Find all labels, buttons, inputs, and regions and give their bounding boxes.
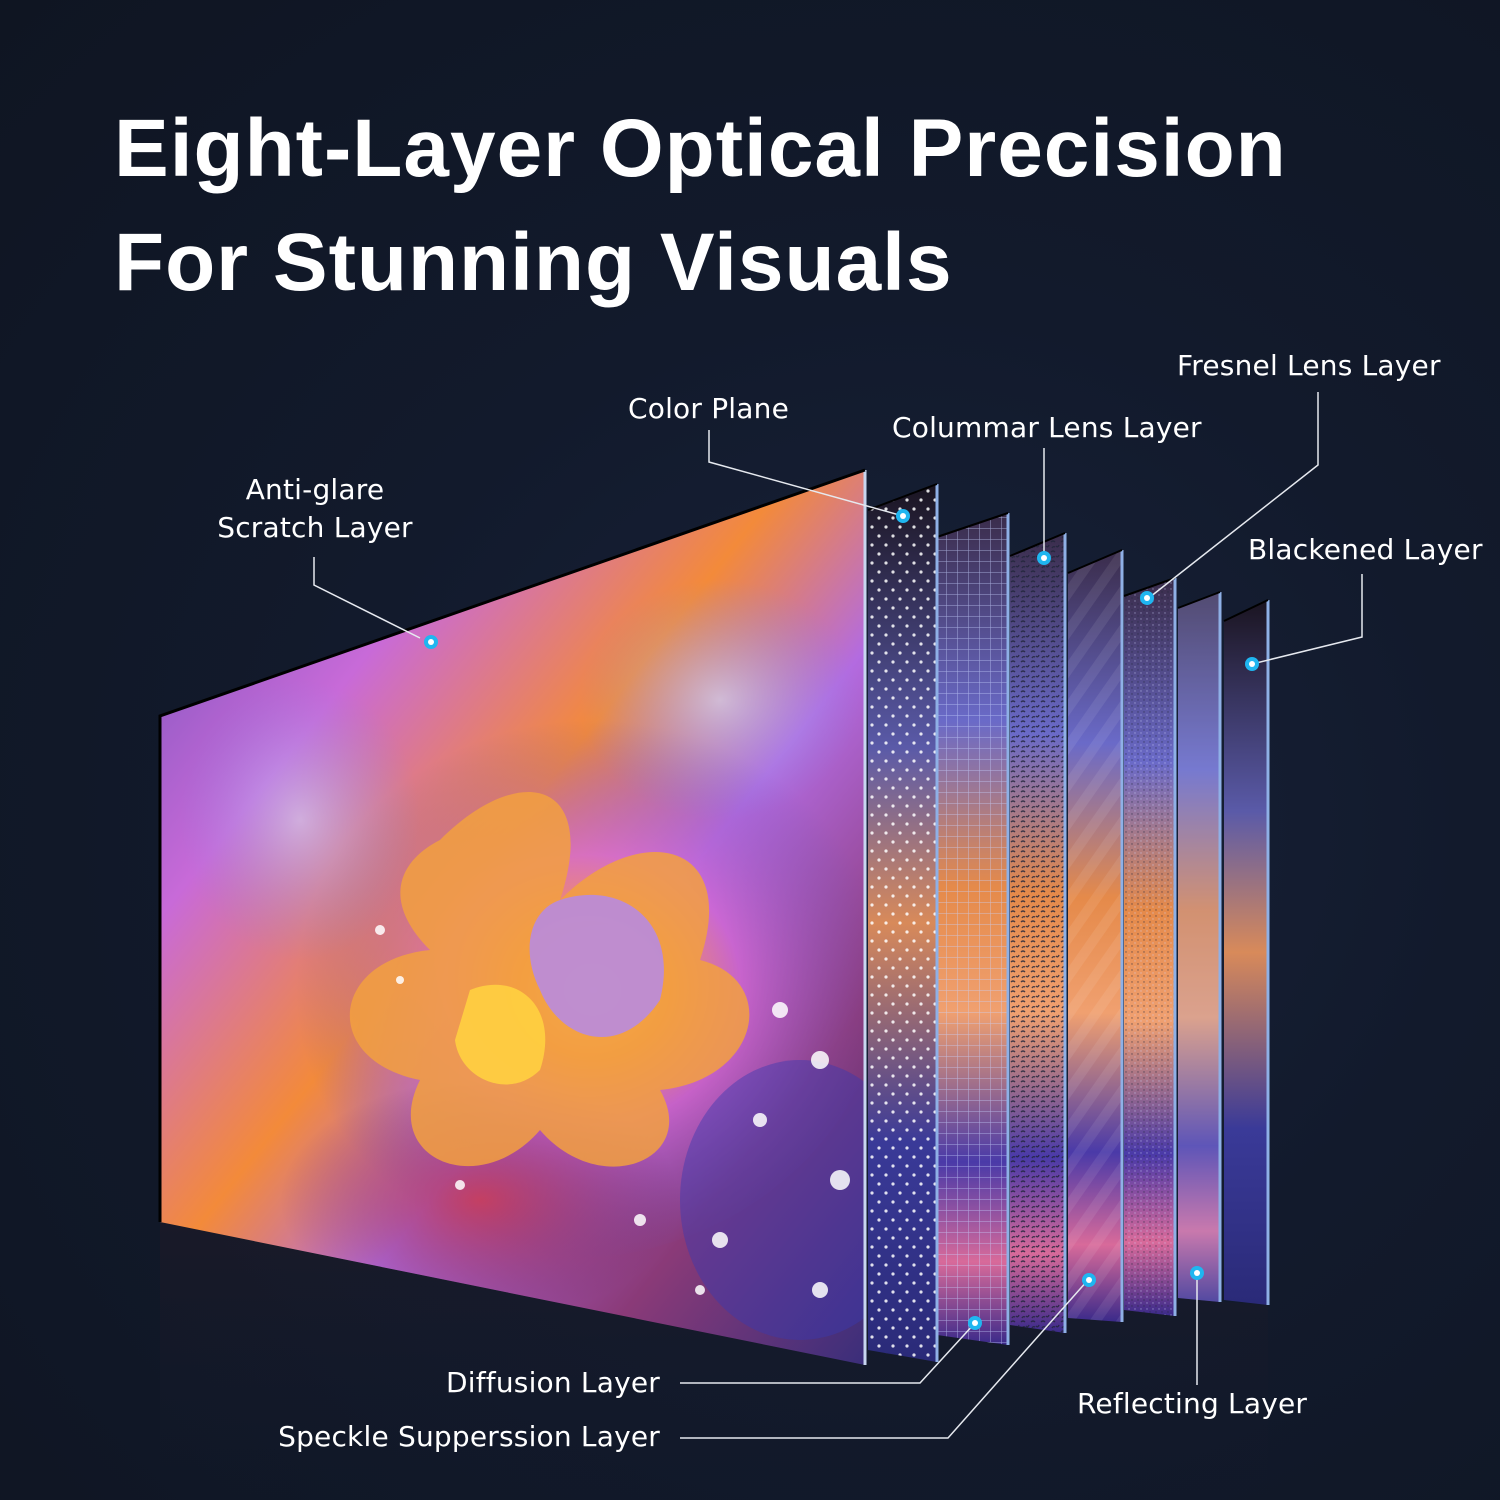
marker-fresnel-icon [1140,591,1154,605]
leader-color-plane [708,430,904,517]
label-blackened-layer: Blackened Layer [1248,533,1483,566]
blackened-layer-panel [1223,599,1270,1305]
marker-blackened-icon [1245,657,1259,671]
marker-reflecting-icon [1190,1266,1204,1280]
speckle-suppression-layer-panel [1067,549,1124,1322]
label-diffusion-layer: Diffusion Layer [445,1366,660,1399]
leader-blackened [1251,574,1363,665]
reflecting-layer-panel [1177,591,1222,1302]
marker-diffusion-icon [968,1316,982,1330]
markers [424,509,1259,1330]
label-columnar-lens-layer: Colummar Lens Layer [892,411,1202,444]
leader-fresnel [1149,392,1319,598]
leader-lines [313,392,1363,1439]
headline: Eight-Layer Optical Precision For Stunni… [114,92,1287,320]
label-anti-glare-line-1: Anti-glare [245,473,385,506]
label-anti-glare-line-2: Scratch Layer [217,511,413,544]
color-plane-panel [867,483,939,1362]
fresnel-lens-layer-panel [1123,577,1177,1316]
label-fresnel-lens-layer: Fresnel Lens Layer [1177,349,1441,382]
label-anti-glare-scratch-layer: Anti-glare Scratch Layer [200,471,430,547]
label-speckle-suppression-layer: Speckle Supperssion Layer [278,1420,660,1453]
marker-speckle-icon [1082,1273,1096,1287]
diffusion-layer-panel [936,512,1010,1345]
marker-columnar-lens-icon [1037,551,1051,565]
columnar-lens-layer-panel [1009,532,1067,1333]
leader-anti-glare [313,557,421,639]
label-color-plane: Color Plane [628,392,789,425]
marker-color-plane-icon [896,509,910,523]
headline-line-1: Eight-Layer Optical Precision [114,103,1287,194]
leader-speckle [680,1279,1089,1439]
anti-glare-screen-panel [158,468,867,1365]
marker-anti-glare-icon [424,635,438,649]
leader-diffusion [680,1322,976,1384]
headline-line-2: For Stunning Visuals [114,217,953,308]
label-reflecting-layer: Reflecting Layer [1077,1387,1308,1420]
